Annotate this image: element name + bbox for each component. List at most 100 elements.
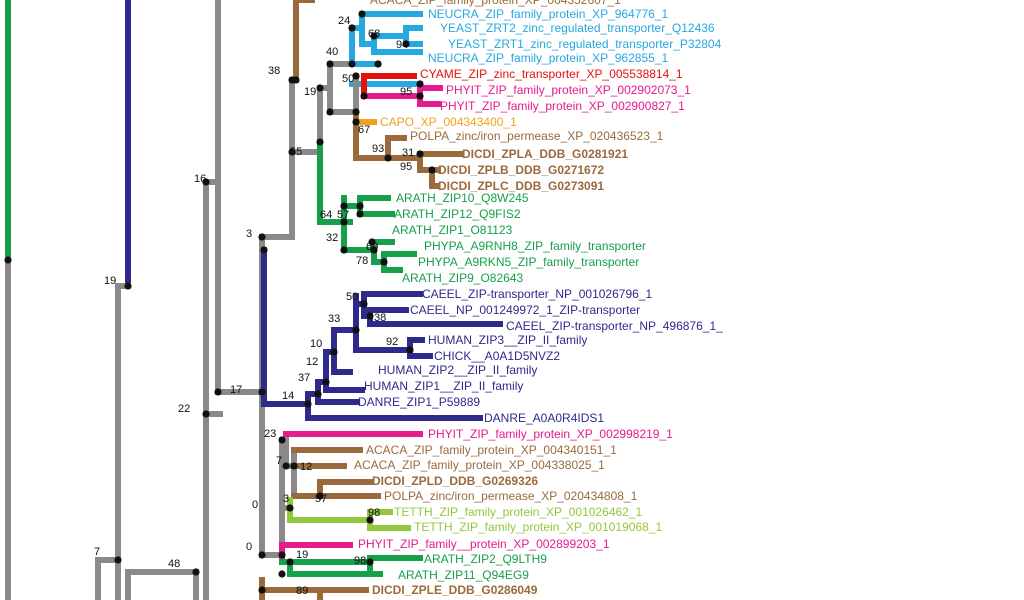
leaf-label: DICDI_ZPLB_DDB_G0271672 — [438, 163, 604, 177]
node-dot — [286, 504, 294, 512]
node-dot — [428, 166, 436, 174]
leaf-label: DICDI_ZPLD_DDB_G0269326 — [372, 474, 538, 488]
leaf-label: PHYIT_ZIP_family_protein_XP_002900827_1 — [440, 99, 685, 113]
leaf-label: DICDI_ZPLE_DDB_G0286049 — [372, 583, 538, 597]
support-value: 12 — [306, 356, 318, 368]
leaf-label: CHICK__A0A1D5NVZ2 — [434, 349, 560, 363]
node-dot — [352, 118, 360, 126]
node-dot — [316, 492, 324, 500]
leaf-label: ARATH_ZIP11_Q94EG9 — [398, 568, 529, 582]
support-value: 50 — [342, 73, 354, 85]
support-value: 10 — [310, 338, 322, 350]
support-value: 0 — [252, 499, 258, 511]
leaf-label: CYAME_ZIP_zinc_transporter_XP_005538814_… — [420, 67, 683, 81]
support-value: 17 — [230, 384, 242, 396]
leaf-label: PHYPA_A9RKN5_ZIP_family_transporter — [418, 255, 639, 269]
node-dot — [348, 24, 356, 32]
leaf-labels: ACACA_ZIP_family_protein_XP_004352607_1N… — [354, 0, 723, 600]
support-value: 38 — [268, 65, 280, 77]
node-dot — [288, 148, 296, 156]
node-dot — [352, 326, 360, 334]
node-dot — [278, 436, 286, 444]
support-value: 94 — [396, 39, 408, 51]
leaf-label: CAEEL_ZIP-transporter_NP_496876_1_ — [506, 319, 723, 333]
leaf-label: HUMAN_ZIP2__ZIP_II_family — [378, 363, 537, 377]
leaf-label: ARATH_ZIP10_Q8W245 — [396, 191, 529, 205]
support-value: 95 — [400, 161, 412, 173]
node-dot — [374, 60, 382, 68]
node-dot — [290, 462, 298, 470]
leaf-label: DICDI_ZPLC_DDB_G0273091 — [438, 179, 604, 193]
support-value: 19 — [296, 549, 308, 561]
leaf-label: ARATH_ZIP12_Q9FIS2 — [394, 207, 521, 221]
leaf-label: POLPA_zinc/iron_permease_XP_020436523_1 — [410, 129, 664, 143]
node-dot — [286, 558, 294, 566]
leaf-label: TETTH_ZIP_family_protein_XP_001019068_1 — [414, 520, 662, 534]
support-value: 60 — [366, 241, 378, 253]
node-dot — [352, 72, 360, 80]
leaf-label: DANRE_ZIP1_P59889 — [358, 395, 480, 409]
node-dot — [258, 586, 266, 594]
node-dot — [314, 390, 322, 398]
node-dot — [124, 282, 132, 290]
node-dot — [330, 348, 338, 356]
node-dot — [380, 258, 388, 266]
leaf-label: ACACA_ZIP_family_protein_XP_004340151_1 — [366, 443, 617, 457]
node-dot — [322, 378, 330, 386]
leaf-label: ACACA_ZIP_family_protein_XP_004352607_1 — [370, 0, 621, 7]
node-dot — [4, 256, 12, 264]
node-dot — [340, 218, 348, 226]
support-value: 48 — [168, 558, 180, 570]
node-dot — [114, 556, 122, 564]
support-value: 7 — [276, 455, 282, 467]
node-dot — [340, 246, 348, 254]
node-dot — [282, 462, 290, 470]
leaf-label: CAPO_XP_004343400_1 — [380, 115, 517, 129]
support-value: 67 — [358, 124, 370, 136]
node-dot — [352, 108, 360, 116]
support-value: 24 — [338, 15, 350, 27]
support-value: 38 — [374, 312, 386, 324]
leaf-label: ARATH_ZIP9_O82643 — [402, 271, 523, 285]
node-dot — [366, 558, 374, 566]
node-dot — [214, 388, 222, 396]
support-value: 19 — [104, 275, 116, 287]
leaf-label: YEAST_ZRT1_zinc_regulated_transporter_P3… — [448, 37, 722, 51]
support-value: 57 — [315, 493, 327, 505]
node-dot — [360, 300, 368, 308]
node-dot — [326, 60, 334, 68]
support-value: 37 — [298, 372, 310, 384]
support-value: 95 — [400, 86, 412, 98]
support-value: 3 — [283, 493, 289, 505]
support-value: 78 — [356, 255, 368, 267]
support-value: 55 — [290, 146, 302, 158]
support-value: 32 — [326, 232, 338, 244]
node-dot — [192, 568, 200, 576]
node-dot — [384, 154, 392, 162]
node-dot — [356, 210, 364, 218]
node-dot — [258, 551, 266, 559]
node-dot — [416, 80, 424, 88]
leaf-label: PHYIT_ZIP_family__protein_XP_002899203_1 — [358, 537, 610, 551]
leaf-label: PHYPA_A9RNH8_ZIP_family_transporter — [424, 239, 646, 253]
node-dot — [340, 202, 348, 210]
node-dot — [326, 108, 334, 116]
leaf-label: TETTH_ZIP_family_protein_XP_001026462_1 — [394, 505, 642, 519]
leaf-label: ARATH_ZIP1_O81123 — [392, 223, 513, 237]
support-value: 98 — [368, 507, 380, 519]
leaf-label: NEUCRA_ZIP_family_protein_XP_964776_1 — [428, 7, 668, 21]
node-dot — [368, 238, 376, 246]
node-dot — [292, 76, 300, 84]
tree-nodes — [4, 10, 436, 594]
leaf-label: PHYIT_ZIP_family_protein_XP_002902073_1 — [446, 83, 691, 97]
node-dot — [316, 84, 324, 92]
node-dot — [316, 138, 324, 146]
support-value: 50 — [346, 291, 358, 303]
support-value: 22 — [178, 403, 190, 415]
leaf-label: ACACA_ZIP_family_protein_XP_004338025_1 — [354, 458, 605, 472]
leaf-label: ARATH_ZIP2_Q9LTH9 — [424, 552, 547, 566]
node-dot — [260, 246, 268, 254]
support-value: 31 — [402, 147, 414, 159]
